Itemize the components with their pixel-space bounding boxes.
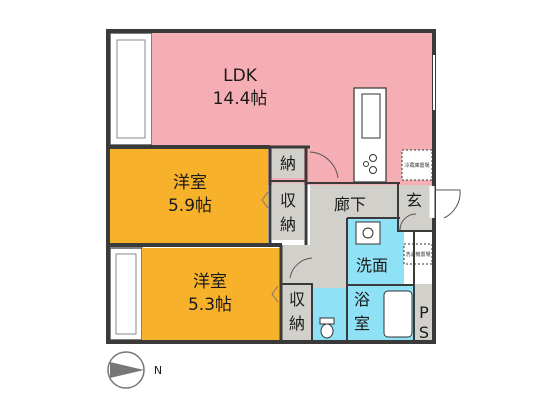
compass: N	[107, 351, 162, 389]
kitchen-sink	[361, 93, 381, 139]
closet2-line1: 収	[289, 290, 305, 309]
toilet-tank	[319, 317, 335, 325]
stove-burner-1	[369, 154, 377, 162]
toilet-bowl	[320, 323, 334, 339]
bedroom2-area	[142, 248, 280, 340]
entrance-label: 玄	[406, 191, 422, 210]
hallway-label: 廊下	[334, 195, 366, 214]
ps-area	[415, 284, 432, 340]
ps-line2: S	[419, 323, 429, 342]
closet1-area	[272, 183, 304, 240]
bathroom-line2: 室	[354, 314, 370, 333]
storage-top-label: 納	[280, 154, 296, 173]
ps-line1: P	[419, 303, 429, 322]
sliding-mark-2	[271, 285, 279, 303]
balcony-bottom	[109, 247, 143, 341]
balcony-top-inner	[116, 39, 146, 139]
closet2-line2: 納	[289, 314, 305, 333]
washer-label: 洗濯機置場	[405, 251, 430, 258]
bedroom1-name: 洋室	[173, 173, 207, 193]
storage-top-area	[272, 148, 304, 178]
bedroom1-size: 5.9帖	[168, 196, 212, 216]
compass-label: N	[154, 364, 162, 377]
door-swing-1	[309, 151, 339, 179]
ldk-name: LDK	[223, 66, 258, 86]
stove-burner-2	[369, 166, 377, 174]
compass-arrow-icon	[110, 362, 144, 378]
balcony-bottom-inner	[115, 253, 137, 335]
closet1-line1: 収	[280, 191, 296, 210]
entrance-area	[398, 185, 432, 230]
sliding-mark-1	[261, 191, 269, 209]
bedroom1-area	[110, 148, 268, 243]
wash-basin	[355, 221, 381, 245]
basin-bowl	[362, 227, 374, 239]
stove-burner-3	[363, 161, 369, 167]
door-swing-3	[399, 213, 417, 231]
entrance-door	[432, 189, 461, 219]
bathroom-line1: 浴	[354, 290, 370, 309]
bedroom2-size: 5.3帖	[188, 295, 232, 315]
balcony-top	[109, 32, 153, 146]
bathtub	[383, 290, 413, 338]
washroom-label: 洗面	[356, 256, 388, 275]
ldk-size: 14.4帖	[213, 89, 268, 109]
fridge-label: 冷蔵庫置場	[404, 162, 429, 169]
bedroom2-name: 洋室	[193, 272, 227, 292]
door-swing-2	[289, 257, 313, 279]
closet2-area	[283, 285, 311, 340]
closet1-line2: 納	[280, 215, 296, 234]
